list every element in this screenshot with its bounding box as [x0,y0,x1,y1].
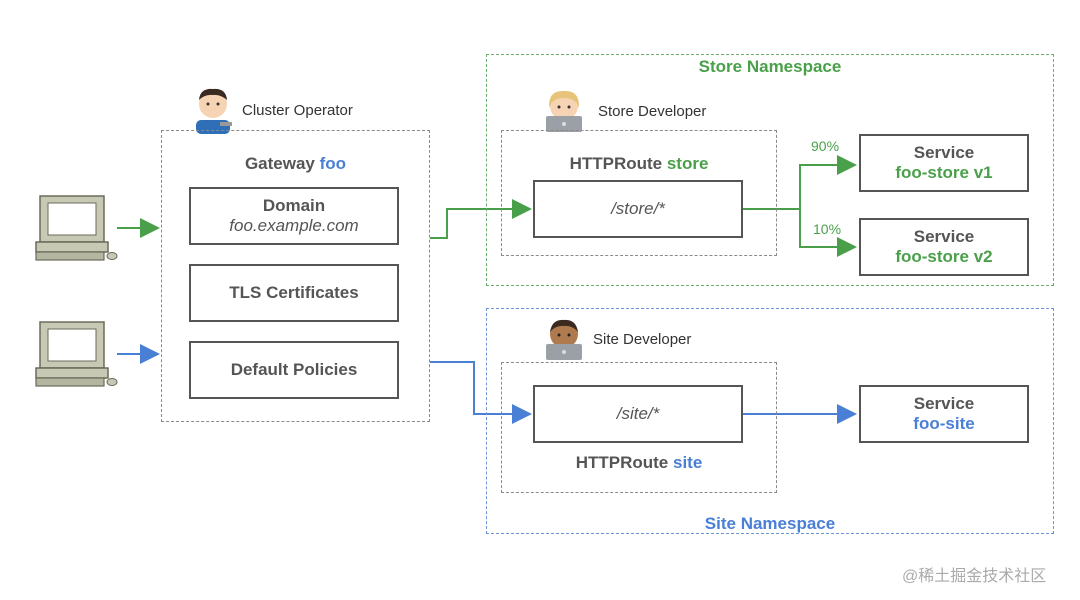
service-foo-store-v1[interactable]: Service foo-store v1 [859,134,1029,192]
site-service-name: foo-site [913,414,975,433]
store-path-box[interactable]: /store/* [533,180,743,238]
tls-label: TLS Certificates [229,283,359,302]
store-httproute-title: HTTPRoute store [501,154,777,174]
store-path: /store/* [611,199,665,218]
service-v1-label: Service [913,143,975,162]
store-namespace-title: Store Namespace [698,57,842,76]
developer-emoji-icon [546,319,582,360]
gateway-name: foo [319,154,347,173]
site-service-label: Service [913,394,975,413]
domain-label: Domain [262,196,326,215]
policies-label: Default Policies [230,360,358,379]
service-foo-site[interactable]: Service foo-site [859,385,1029,443]
gateway-container [161,130,430,422]
tls-certificates-box[interactable]: TLS Certificates [189,264,399,322]
site-route-prefix: HTTPRoute [575,453,669,472]
site-developer-label: Site Developer [593,331,692,348]
store-namespace-container [486,54,1054,286]
gateway-to-site-arrow [430,361,532,424]
developer-emoji-icon [546,90,582,132]
site-httproute-title: HTTPRoute site [501,453,777,473]
watermark: @稀土掘金技术社区 [902,568,1047,585]
service-foo-store-v2[interactable]: Service foo-store v2 [859,218,1029,276]
store-route-name: store [666,154,709,173]
store-route-prefix: HTTPRoute [569,154,663,173]
operator-emoji-icon [196,88,232,134]
cluster-operator-label: Cluster Operator [242,102,353,119]
service-v2-label: Service [913,227,975,246]
domain-box[interactable]: Domain foo.example.com [189,187,399,245]
gateway-title: Gateway foo [161,154,430,174]
site-path: /site/* [616,404,660,423]
store-to-v2-arrow [799,209,857,257]
gateway-to-store-arrow [430,199,532,239]
split-v1-label: 90% [811,138,840,154]
site-route-name: site [672,453,703,472]
gateway-title-prefix: Gateway [244,154,315,173]
computer-icon [35,195,118,261]
split-v2-label: 10% [813,221,842,237]
store-developer-label: Store Developer [598,103,707,120]
site-namespace-title: Site Namespace [704,514,836,533]
site-namespace-container [486,308,1054,534]
site-httproute-container [501,362,777,493]
domain-value: foo.example.com [229,216,359,235]
service-v2-name: foo-store v2 [895,247,993,266]
service-v1-name: foo-store v1 [895,163,993,182]
store-httproute-container [501,130,777,256]
computer-icon [35,321,118,387]
default-policies-box[interactable]: Default Policies [189,341,399,399]
store-to-v1-arrow [743,155,857,210]
site-path-box[interactable]: /site/* [533,385,743,443]
